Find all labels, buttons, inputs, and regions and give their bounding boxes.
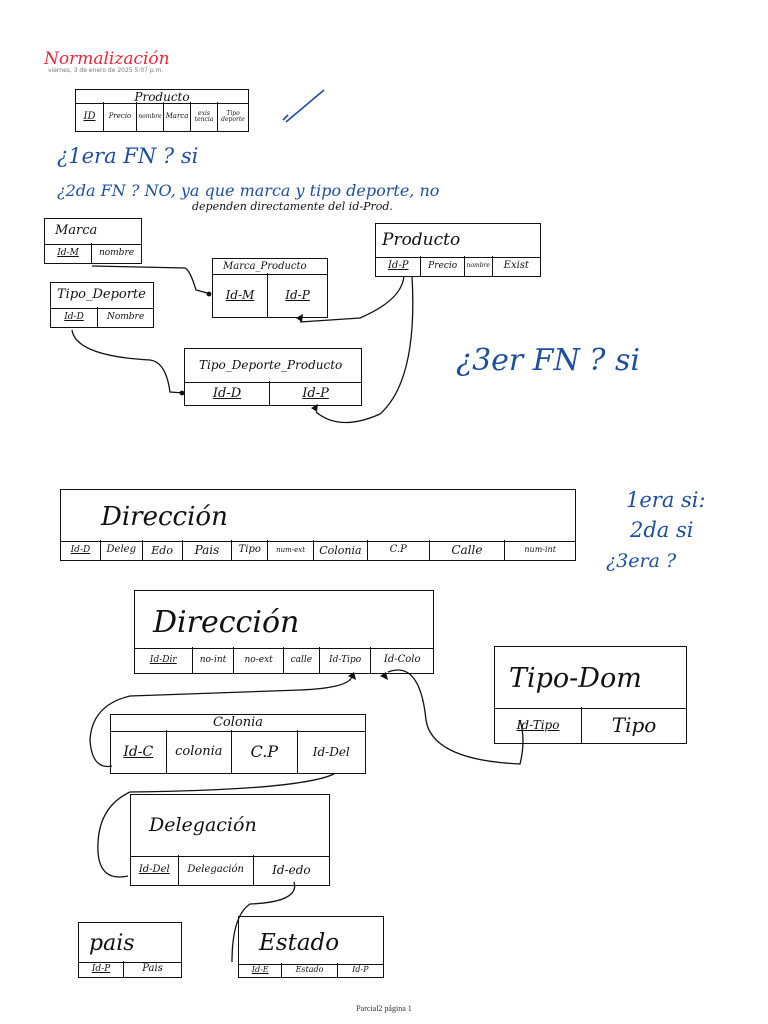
entity-tipo-dom: Tipo-Dom Id-Tipo Tipo bbox=[494, 646, 687, 744]
page-title: Normalización bbox=[44, 49, 170, 69]
note-3fn: ¿3er FN ? si bbox=[456, 343, 641, 378]
column-cp: C.P bbox=[368, 540, 430, 560]
column-id-del: Id-Del bbox=[131, 855, 179, 885]
entity-colonia: Colonia Id-C colonia C.P Id-Del bbox=[110, 714, 366, 774]
column-id-m: Id-M bbox=[213, 273, 269, 317]
column-colonia: colonia bbox=[167, 730, 233, 773]
entity-title: Tipo_Deporte_Producto bbox=[185, 349, 361, 383]
column-nombre: nombre bbox=[465, 256, 493, 276]
entity-title: Colonia bbox=[111, 715, 365, 732]
column-id-p: Id-P bbox=[302, 385, 329, 401]
note-2fn-continued: dependen directamente del id-Prod. bbox=[192, 200, 393, 213]
column-num-ext: num-ext bbox=[268, 540, 315, 560]
column-deleg: Deleg bbox=[101, 540, 143, 560]
column-id-c: Id-C bbox=[111, 730, 167, 773]
column-colonia: Colonia bbox=[314, 540, 368, 560]
column-nombre: Nombre bbox=[106, 311, 145, 322]
column-id: ID bbox=[76, 102, 104, 131]
note-2da: 2da si bbox=[630, 518, 694, 542]
entity-title: Tipo_Deporte bbox=[51, 283, 153, 309]
column-id-edo: Id-edo bbox=[272, 863, 311, 877]
column-id-dir: Id-Dir bbox=[135, 647, 193, 673]
entity-title: Dirección bbox=[135, 591, 433, 649]
column-id-tipo: Id-Tipo bbox=[320, 647, 372, 673]
entity-producto-original: Producto ID Precio nombre Marca exis ten… bbox=[75, 89, 249, 132]
entity-title: Marca_Producto bbox=[213, 259, 327, 275]
entity-delegacion: Delegación Id-Del Delegación Id-edo bbox=[130, 794, 330, 886]
entity-direccion: Dirección Id-Dir no-int no-ext calle Id-… bbox=[134, 590, 434, 674]
entity-marca-producto: Marca_Producto Id-M Id-P bbox=[212, 258, 328, 318]
entity-marca: Marca Id-M nombre bbox=[44, 218, 142, 264]
column-id-del: Id-Del bbox=[312, 744, 350, 759]
entity-title: Dirección bbox=[61, 490, 575, 542]
column-id-d: Id-D bbox=[51, 307, 99, 327]
column-calle: Calle bbox=[430, 540, 506, 560]
column-id-p: Id-P bbox=[376, 256, 422, 276]
entity-title: Marca bbox=[45, 219, 141, 245]
column-nombre: nombre bbox=[137, 102, 164, 131]
column-num-int: num-int bbox=[524, 545, 556, 554]
note-3era: ¿3era ? bbox=[606, 550, 677, 572]
column-no-int: no-int bbox=[193, 647, 235, 673]
wire-delegacion-to-estado bbox=[231, 881, 296, 963]
column-nombre: nombre bbox=[98, 247, 135, 258]
timestamp: viernes, 3 de enero de 2025 5:07 p.m. bbox=[48, 67, 164, 74]
column-edo: Edo bbox=[143, 540, 183, 560]
column-precio: Precio bbox=[421, 256, 465, 276]
entity-title: Producto bbox=[376, 224, 540, 258]
entity-title: Tipo-Dom bbox=[495, 647, 686, 709]
wire-producto-to-marca-producto bbox=[299, 275, 405, 323]
entity-title: pais bbox=[79, 923, 181, 963]
column-existencia: exis tencia bbox=[191, 102, 218, 131]
column-calle: calle bbox=[284, 647, 320, 673]
column-id-p: Id-P bbox=[285, 288, 310, 302]
note-1fn: ¿1era FN ? si bbox=[57, 144, 199, 168]
entity-estado: Estado Id-E Estado Id-P bbox=[238, 916, 384, 978]
column-cp: C.P bbox=[232, 730, 298, 773]
wire-tipo-deporte-to-tdp bbox=[71, 329, 185, 394]
entity-title: Producto bbox=[76, 90, 248, 104]
column-id-tipo: Id-Tipo bbox=[495, 707, 583, 743]
note-1era: 1era si: bbox=[626, 488, 706, 512]
column-id-p: Id-P bbox=[79, 961, 125, 977]
page-footer: Parcial2 página 1 bbox=[356, 1004, 412, 1013]
wire-producto-to-tdp bbox=[315, 275, 414, 424]
wire-colonia-to-delegacion bbox=[97, 773, 335, 878]
column-exist: Exist bbox=[503, 260, 529, 271]
column-pais: Pais bbox=[142, 963, 163, 974]
check-mark-icon bbox=[282, 89, 325, 123]
column-tipo-deporte: Tipo deporte bbox=[221, 109, 245, 123]
column-marca: Marca bbox=[164, 102, 191, 131]
note-2fn: ¿2da FN ? NO, ya que marca y tipo deport… bbox=[57, 181, 440, 200]
column-delegacion: Delegación bbox=[179, 855, 254, 885]
column-id-m: Id-M bbox=[45, 243, 93, 263]
entity-producto: Producto Id-P Precio nombre Exist bbox=[375, 223, 541, 277]
column-id-colo: Id-Colo bbox=[383, 654, 421, 665]
column-id-p: Id-P bbox=[352, 965, 369, 974]
entity-title: Delegación bbox=[131, 795, 329, 857]
column-precio: Precio bbox=[104, 102, 137, 131]
column-tipo: Tipo bbox=[611, 713, 657, 737]
entity-title: Estado bbox=[239, 917, 383, 965]
column-pais: Pais bbox=[183, 540, 233, 560]
wire-direccion-to-colonia bbox=[89, 675, 353, 768]
wire-direccion-to-tipo-dom bbox=[387, 669, 524, 765]
column-id-e: Id-E bbox=[239, 963, 283, 977]
column-estado: Estado bbox=[282, 963, 338, 977]
column-no-ext: no-ext bbox=[234, 647, 284, 673]
wire-marca-to-marca-producto bbox=[91, 265, 212, 295]
entity-pais: pais Id-P Pais bbox=[78, 922, 182, 978]
entity-direccion-original: Dirección Id-D Deleg Edo Pais Tipo num-e… bbox=[60, 489, 576, 561]
entity-tipo-deporte: Tipo_Deporte Id-D Nombre bbox=[50, 282, 154, 328]
column-id-d: Id-D bbox=[185, 381, 271, 405]
column-tipo: Tipo bbox=[232, 540, 269, 560]
column-id-d: Id-D bbox=[61, 540, 101, 560]
entity-tipo-deporte-producto: Tipo_Deporte_Producto Id-D Id-P bbox=[184, 348, 362, 406]
